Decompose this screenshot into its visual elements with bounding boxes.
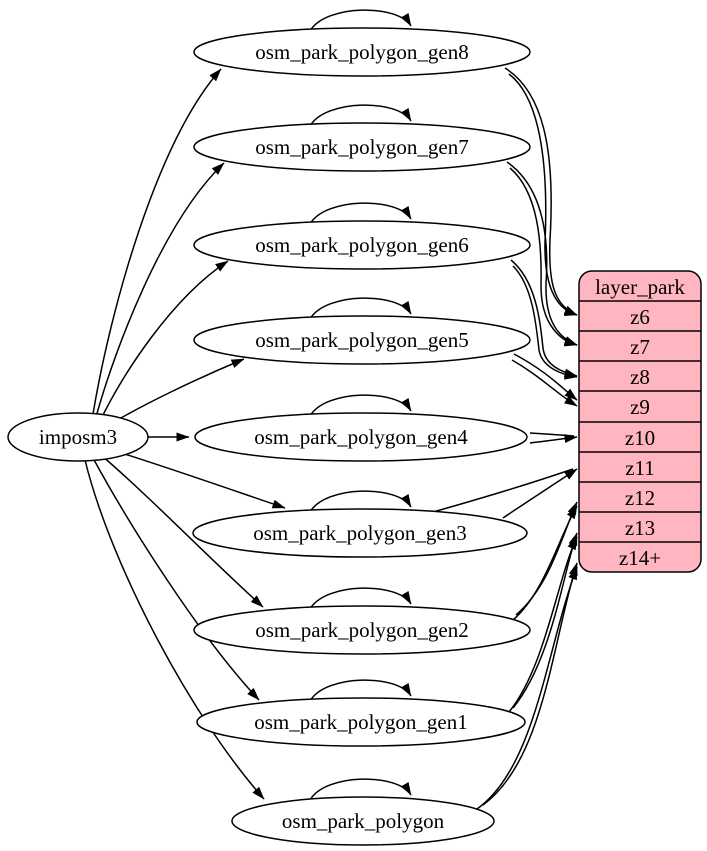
table-nodes: osm_park_polygon_gen8 osm_park_polygon_g… [192, 27, 531, 846]
gen2-ellipse [193, 605, 531, 655]
edge-imposm3-to-osm-park-polygon [84, 459, 265, 800]
gen1-label: osm_park_polygon_gen1 [254, 710, 467, 734]
zoom-row-z10: z10 [625, 426, 655, 450]
edge-imposm3-to-gen7 [95, 162, 225, 418]
edges-to-layer [432, 67, 578, 810]
edge-gen3-to-z11-strand [432, 468, 574, 513]
self-loop-gen4 [309, 394, 412, 417]
zoom-row-z8: z8 [630, 365, 650, 389]
node-osm-park-polygon-gen5: osm_park_polygon_gen5 [193, 315, 531, 365]
edge-gen5-to-z9 [513, 353, 578, 401]
edge-gen8-to-z6 [504, 67, 578, 316]
edge-gen6-to-z8-strand [512, 265, 578, 380]
self-loop-gen3 [309, 490, 412, 513]
self-loop-gen6 [309, 202, 412, 225]
edge-osm-park-polygon-to-z14-strand [476, 566, 578, 810]
gen6-ellipse [193, 220, 531, 270]
gen5-label: osm_park_polygon_gen5 [255, 328, 468, 352]
gen4-label: osm_park_polygon_gen4 [254, 425, 468, 449]
node-osm-park-polygon-gen2: osm_park_polygon_gen2 [193, 605, 531, 655]
imposm3-label: imposm3 [39, 425, 117, 449]
layer-park-node: layer_park z6 z7 z8 z9 z10 z11 z12 z13 z… [578, 270, 702, 573]
imposm3-ellipse [7, 412, 149, 462]
layer-park-row-separators [579, 300, 701, 543]
edge-gen4-to-z10 [529, 434, 578, 444]
gen3-ellipse [192, 508, 528, 558]
edge-gen6-to-z8 [510, 259, 578, 378]
gen7-ellipse [193, 122, 531, 172]
zoom-row-z13: z13 [625, 516, 655, 540]
edge-gen3-to-z11 [502, 468, 578, 519]
zoom-row-z6: z6 [630, 305, 650, 329]
self-loop-gen7 [309, 104, 412, 127]
osm-park-polygon-ellipse [231, 796, 495, 846]
gen5-ellipse [193, 315, 531, 365]
edge-gen5-to-z9-strand [511, 359, 578, 407]
edge-imposm3-to-gen5 [106, 358, 245, 427]
zoom-row-z12: z12 [625, 486, 655, 510]
gen8-label: osm_park_polygon_gen8 [255, 40, 468, 64]
edge-gen7-to-z7-strand [509, 167, 578, 347]
gen2-label: osm_park_polygon_gen2 [255, 618, 468, 642]
gen6-label: osm_park_polygon_gen6 [255, 233, 468, 257]
edges-imposm3 [84, 68, 286, 800]
edge-imposm3-to-gen3 [111, 449, 286, 509]
gen3-label: osm_park_polygon_gen3 [253, 521, 466, 545]
self-loop-gen2 [309, 587, 412, 610]
edge-imposm3-to-gen8 [92, 68, 222, 415]
gen7-label: osm_park_polygon_gen7 [255, 135, 468, 159]
edge-imposm3-to-gen2 [100, 454, 264, 608]
gen1-ellipse [196, 697, 526, 747]
node-osm-park-polygon-gen4: osm_park_polygon_gen4 [194, 412, 528, 462]
node-osm-park-polygon: osm_park_polygon [231, 796, 495, 846]
gen8-ellipse [193, 27, 531, 77]
edge-gen1-to-z13-strand [508, 536, 578, 713]
edge-gen7-to-z7 [506, 161, 578, 346]
osm-park-polygon-label: osm_park_polygon [282, 809, 445, 833]
zoom-row-z7: z7 [630, 335, 650, 359]
self-loops [309, 9, 412, 801]
gen4-ellipse [194, 412, 528, 462]
node-osm-park-polygon-gen6: osm_park_polygon_gen6 [193, 220, 531, 270]
layer-park-title: layer_park [595, 275, 685, 299]
edge-gen8-to-z6-strand [508, 73, 578, 316]
zoom-row-z9: z9 [630, 395, 650, 419]
node-osm-park-polygon-gen7: osm_park_polygon_gen7 [193, 122, 531, 172]
zoom-row-z11: z11 [625, 456, 655, 480]
self-loop-gen1 [309, 679, 412, 702]
node-imposm3: imposm3 [7, 412, 149, 462]
node-osm-park-polygon-gen8: osm_park_polygon_gen8 [193, 27, 531, 77]
edge-imposm3-to-gen6 [99, 260, 229, 422]
self-loop-gen5 [309, 297, 412, 320]
zoom-row-z14: z14+ [619, 546, 661, 570]
edge-gen1-to-z13 [512, 532, 578, 709]
edge-gen2-to-z12-strand [512, 505, 578, 621]
node-osm-park-polygon-gen1: osm_park_polygon_gen1 [196, 697, 526, 747]
node-osm-park-polygon-gen3: osm_park_polygon_gen3 [192, 508, 528, 558]
edge-imposm3-to-gen1 [92, 457, 260, 701]
self-loop-gen8 [309, 9, 412, 32]
self-loop-osm-park-polygon [309, 778, 412, 801]
edge-gen4-to-z10-strand [529, 432, 575, 437]
